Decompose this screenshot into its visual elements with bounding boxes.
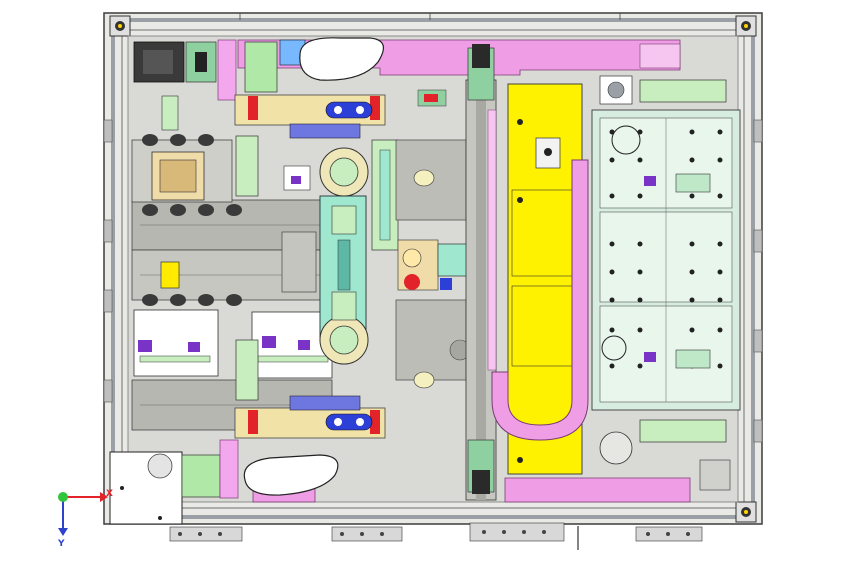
bottom-left-cover	[109, 439, 239, 525]
top-cable-cover	[299, 37, 385, 81]
lower-slide-assembly	[234, 395, 386, 439]
right-top-fittings	[599, 75, 731, 491]
bottom-connector-strip	[169, 522, 703, 550]
pink-cable-chain	[491, 159, 589, 441]
left-rollers	[142, 134, 242, 306]
axis-y-label: Y	[57, 539, 65, 549]
left-lower-stations	[133, 309, 333, 379]
corner-bolt-icon	[109, 15, 757, 523]
axis-x-label: X	[106, 489, 113, 499]
left-top-block	[133, 39, 306, 101]
upper-slide-assembly	[234, 94, 386, 139]
axis-triad-icon: X Y	[57, 489, 113, 549]
center-gray-blocks	[281, 165, 471, 293]
bottom-cable-cover	[243, 454, 339, 496]
cable-chain-guide	[487, 109, 497, 371]
center-green-frame	[235, 135, 399, 401]
center-shuttle	[319, 147, 369, 365]
yellow-drag-chain	[507, 83, 583, 475]
right-station	[591, 109, 741, 411]
left-fixture	[151, 95, 205, 289]
mid-right-block	[395, 89, 471, 389]
frame-ticks	[239, 13, 621, 20]
